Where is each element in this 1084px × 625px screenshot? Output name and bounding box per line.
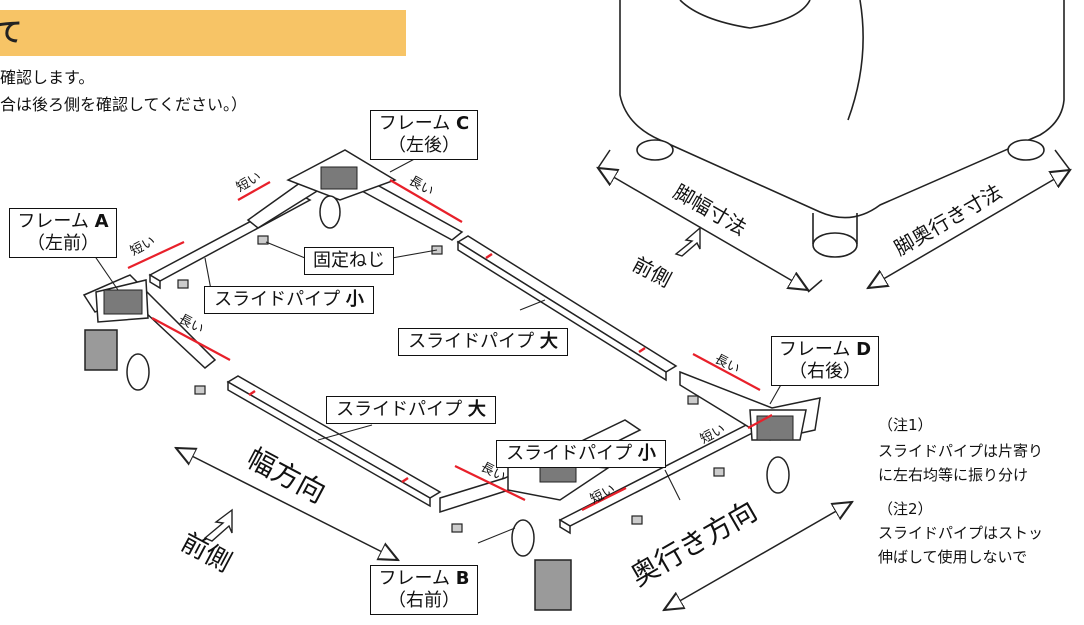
frame-a-pos: （左前） — [27, 233, 99, 254]
slide-pipe-small-label-2: スライドパイプ 小 — [496, 440, 666, 468]
frame-a-letter: A — [94, 211, 109, 232]
slide-pipe-large-text-2: スライドパイプ — [336, 399, 463, 420]
fixing-screw-label: 固定ねじ — [304, 247, 394, 275]
intro-line-1: 確認します。 — [0, 68, 95, 87]
frame-b-name: フレーム — [378, 568, 450, 589]
fixing-screws — [177, 235, 725, 533]
frame-d-pos: （右後） — [789, 361, 861, 382]
frame-a-name: フレーム — [17, 211, 89, 232]
slide-pipe-small-text: スライドパイプ — [214, 289, 341, 310]
slide-pipe-large-label-2: スライドパイプ 大 — [326, 396, 496, 424]
slide-pipe-large-size-2: 大 — [467, 399, 486, 420]
width-direction-arrow — [176, 448, 398, 560]
note-2-line-2: 伸ばして使用しないで — [878, 548, 1028, 566]
slide-pipe-large-text: スライドパイプ — [408, 331, 535, 352]
frame-b-pos: （右前） — [388, 590, 460, 611]
section-header: て — [0, 10, 406, 56]
leg-dimension-lines — [598, 149, 1070, 293]
note-1-line-2: に左右均等に振り分け — [878, 466, 1029, 484]
slide-pipe-small-size-2: 小 — [637, 443, 656, 464]
note-1-line-1: スライドパイプは片寄り — [878, 442, 1044, 460]
casters — [84, 195, 790, 611]
pipe-red-marks — [248, 252, 646, 484]
frame-d-name: フレーム — [778, 339, 851, 360]
washing-machine — [619, 0, 1065, 258]
section-header-title: て — [0, 18, 23, 48]
front-arrow-bottom-icon — [203, 508, 233, 542]
note-2-title: （注2） — [878, 500, 933, 518]
frame-a-label: フレーム A （左前） — [9, 208, 117, 258]
depth-direction-arrow — [664, 502, 852, 610]
long-short-indicators — [127, 179, 773, 511]
slide-pipe-small-size: 小 — [345, 289, 364, 310]
frame-c-pos: （左後） — [388, 135, 460, 156]
slide-pipe-small-text-2: スライドパイプ — [506, 443, 633, 464]
frame-b-letter: B — [455, 568, 470, 589]
frame-c-label: フレーム C （左後） — [370, 110, 478, 160]
fixing-screw-text: 固定ねじ — [313, 250, 385, 271]
slide-pipe-small-label-1: スライドパイプ 小 — [204, 286, 374, 314]
frame-d-label: フレーム D （右後） — [771, 336, 879, 386]
frame-c-name: フレーム — [378, 113, 451, 134]
slide-pipe-large-size: 大 — [539, 331, 558, 352]
frame-c-letter: C — [455, 113, 470, 134]
note-2-line-1: スライドパイプはストッ — [878, 524, 1044, 542]
slide-pipe-large-label-1: スライドパイプ 大 — [398, 328, 568, 356]
frame-b-label: フレーム B （右前） — [370, 565, 478, 615]
note-1-title: （注1） — [878, 416, 933, 434]
front-arrow-icon — [674, 226, 701, 257]
intro-line-2: 合は後ろ側を確認してください。） — [0, 95, 248, 114]
frame-d-letter: D — [856, 339, 872, 360]
